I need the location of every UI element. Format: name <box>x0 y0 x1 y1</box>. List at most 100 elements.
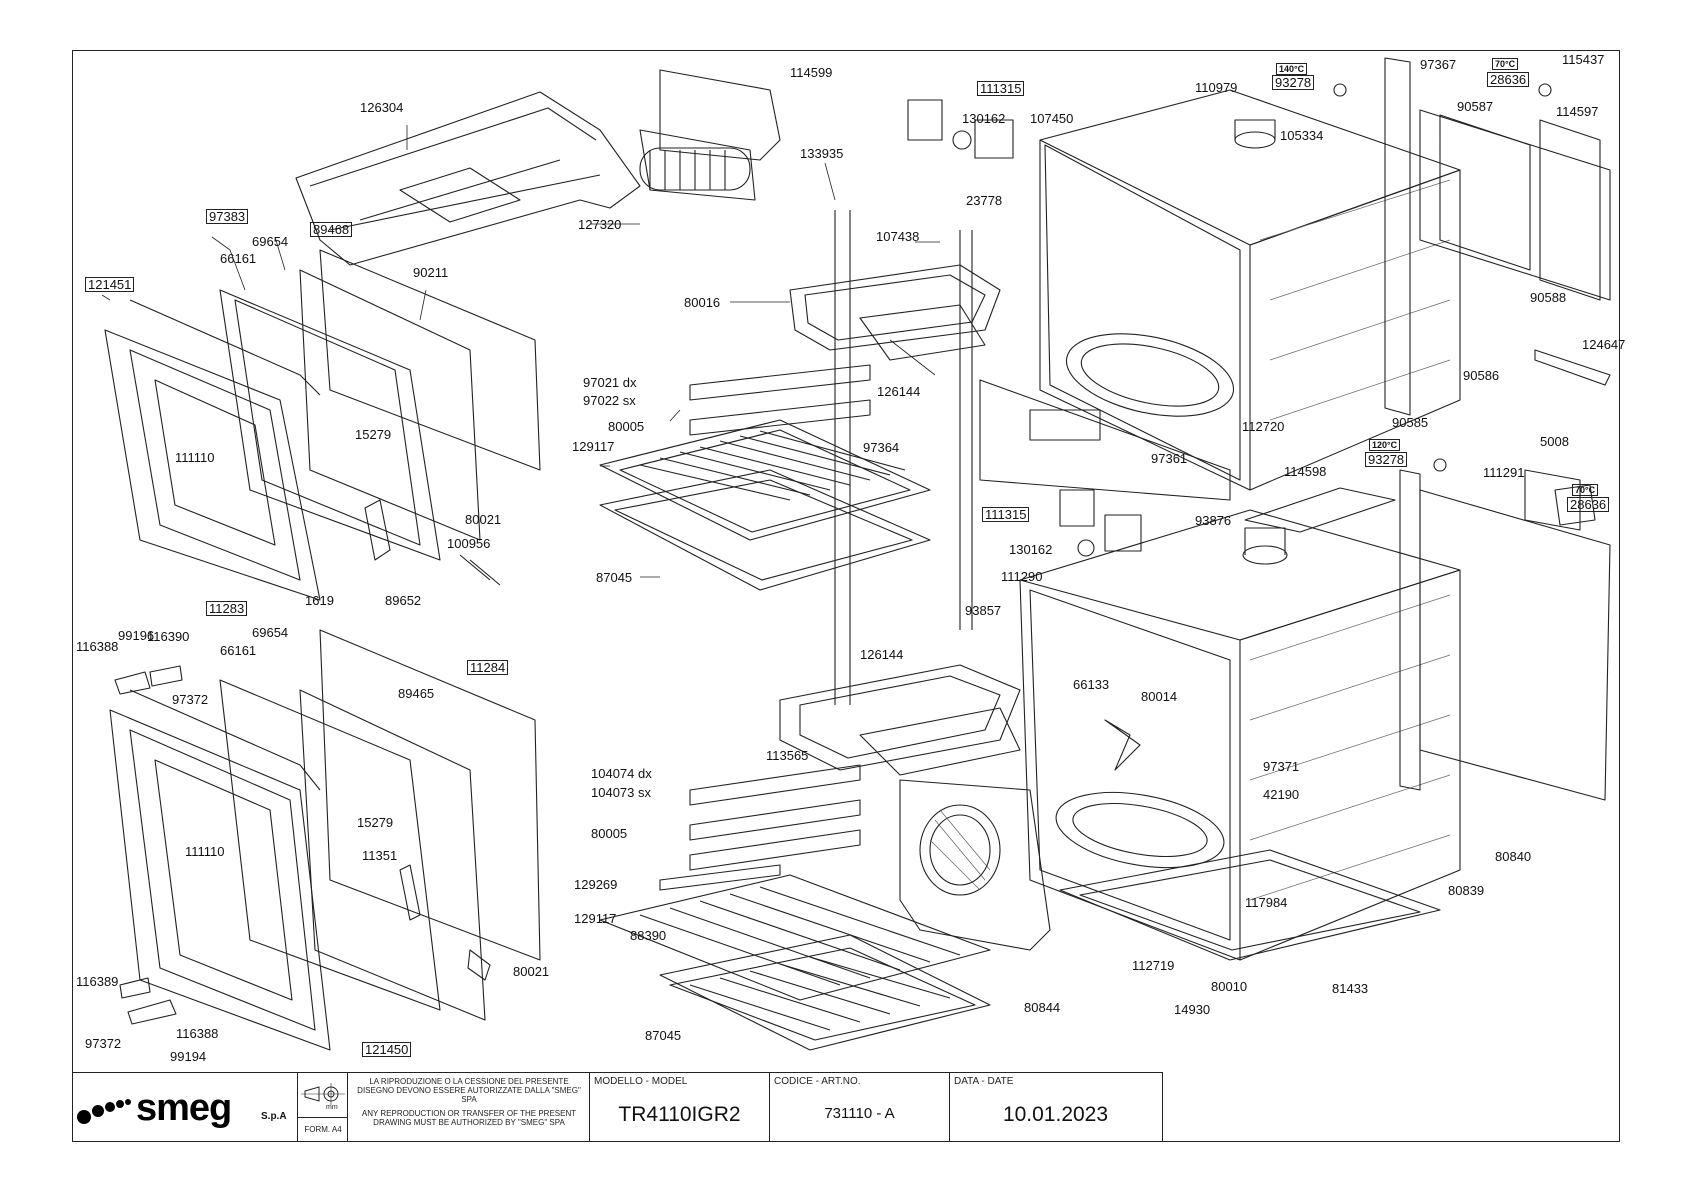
part-label: 69654 <box>252 234 289 249</box>
part-label: 80014 <box>1141 689 1178 704</box>
lower-top-plate <box>1244 487 1396 533</box>
projection-cell: mm FORM. A4 <box>297 1073 347 1141</box>
upper-back-plate <box>979 379 1231 501</box>
form-label: FORM. A4 <box>304 1125 342 1134</box>
part-label: 66133 <box>1073 677 1110 692</box>
part-label: 89652 <box>385 593 422 608</box>
part-label: 105334 <box>1280 128 1324 143</box>
bottom-element <box>1059 849 1441 961</box>
date-value: 10.01.2023 <box>1002 1103 1109 1126</box>
part-label: 114598 <box>1284 464 1327 479</box>
part-label: 116388 <box>76 639 119 654</box>
part-label: 80010 <box>1211 979 1248 994</box>
projection-symbol-icon <box>301 1083 345 1105</box>
date-header: DATA - DATE <box>954 1076 1014 1087</box>
upper-wire-shelf <box>599 419 931 541</box>
part-label: 90588 <box>1530 290 1567 305</box>
lower-oven-cavity <box>1019 509 1461 961</box>
upper-door <box>104 249 541 601</box>
part-label: 28636 <box>1567 497 1610 512</box>
lower-wire-shelf <box>599 874 991 1001</box>
part-label: 127320 <box>578 217 622 232</box>
part-label: 113565 <box>766 748 809 763</box>
part-label: 80005 <box>608 419 645 434</box>
lower-baking-tray <box>659 934 991 1051</box>
part-label: 89465 <box>398 686 435 701</box>
part-label: 114599 <box>790 65 833 80</box>
part-label: 111291 <box>1483 465 1525 480</box>
part-label: 111315 <box>982 507 1030 522</box>
part-label: 15279 <box>355 427 392 442</box>
part-label: 126144 <box>877 384 921 399</box>
notice-cell: LA RIPRODUZIONE O LA CESSIONE DEL PRESEN… <box>347 1073 589 1141</box>
part-label: 28636 <box>1487 72 1530 87</box>
part-label: 130162 <box>1009 542 1053 557</box>
part-label: 93857 <box>965 603 1002 618</box>
part-label: 11351 <box>362 848 398 863</box>
part-label: 80021 <box>465 512 502 527</box>
part-label: 97022 sx <box>583 393 636 408</box>
part-label: 66161 <box>220 251 257 266</box>
part-label: 126144 <box>860 647 904 662</box>
side-rails <box>834 210 851 705</box>
lower-side-rack <box>659 764 861 891</box>
drawing-frame <box>72 50 1620 1142</box>
code-header: CODICE - ART.NO. <box>774 1076 861 1087</box>
part-label: 111110 <box>175 450 215 465</box>
part-label: 97367 <box>1420 57 1457 72</box>
logo-dots-icon <box>77 1099 131 1124</box>
part-label: 116390 <box>147 629 190 644</box>
part-label: 90211 <box>413 265 449 280</box>
logo-cell: smeg S.p.A <box>72 1073 297 1141</box>
part-label: 90587 <box>1457 99 1494 114</box>
part-label: 90586 <box>1463 368 1500 383</box>
smeg-logo: smeg S.p.A <box>76 1083 298 1135</box>
part-label: 14930 <box>1174 1002 1211 1017</box>
part-label: 100956 <box>447 536 491 551</box>
part-label: 97021 dx <box>583 375 637 390</box>
lower-door <box>109 629 541 1051</box>
brand-suffix: S.p.A <box>261 1111 287 1122</box>
date-cell: DATA - DATE 10.01.2023 <box>949 1073 1161 1141</box>
thermostats <box>1333 83 1596 526</box>
part-label: 130162 <box>962 111 1006 126</box>
part-label: 124647 <box>1582 337 1626 352</box>
part-label: 111315 <box>977 81 1025 96</box>
part-label: 121450 <box>362 1042 412 1057</box>
part-label: 1619 <box>305 593 334 608</box>
temperature-tag: 70°C <box>1572 484 1599 496</box>
part-label: 93278 <box>1272 75 1315 90</box>
temperature-tag: 140°C <box>1276 63 1308 75</box>
part-label: 112719 <box>1132 958 1175 973</box>
part-label: 80839 <box>1448 883 1485 898</box>
part-label: 129117 <box>572 439 615 454</box>
part-label: 110979 <box>1195 80 1238 95</box>
lamps <box>907 99 1142 557</box>
part-label: 5008 <box>1540 434 1569 449</box>
part-label: 15279 <box>357 815 394 830</box>
part-label: 23778 <box>966 193 1003 208</box>
lower-back-panels <box>1399 469 1611 801</box>
top-deflector-panel <box>295 91 641 266</box>
code-value: 731110 - A <box>824 1105 895 1122</box>
upper-heating-element <box>789 264 1001 361</box>
model-header: MODELLO - MODEL <box>594 1076 688 1087</box>
part-label: 89468 <box>310 222 353 237</box>
part-label: 99194 <box>170 1049 207 1064</box>
part-label: 97371 <box>1263 759 1300 774</box>
part-label: 80016 <box>684 295 721 310</box>
temperature-tag: 120°C <box>1369 439 1401 451</box>
part-label: 126304 <box>360 100 404 115</box>
part-label: 66161 <box>220 643 257 658</box>
part-label: 114597 <box>1556 104 1599 119</box>
part-label: 90585 <box>1392 415 1429 430</box>
upper-oven-cavity <box>1039 89 1461 491</box>
leader-lines <box>101 125 940 578</box>
part-label: 117984 <box>1245 895 1288 910</box>
part-label: 11284 <box>467 660 509 675</box>
part-label: 133935 <box>800 146 844 161</box>
hinges <box>114 665 183 1025</box>
part-label: 97361 <box>1151 451 1188 466</box>
part-label: 11283 <box>206 601 248 616</box>
